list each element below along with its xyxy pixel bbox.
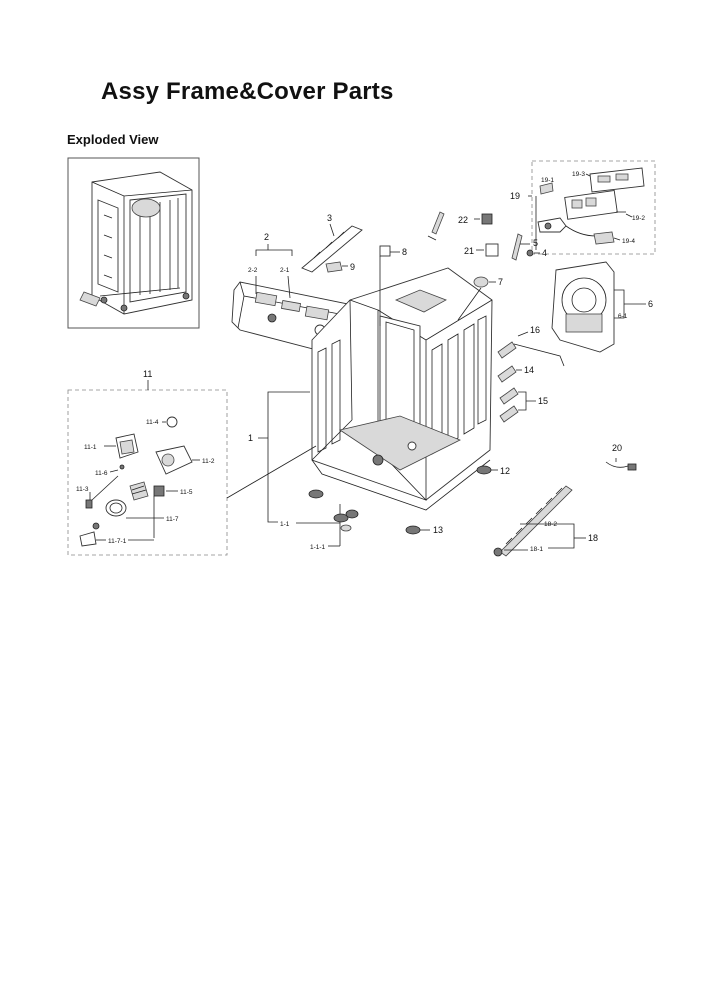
cabinet-frame: 1 1-1 1-1-1 (248, 267, 493, 551)
drain-hose: 18 18-2 18-1 (493, 485, 598, 557)
callout-18-1: 18-1 (530, 546, 543, 553)
callout-1: 1 (248, 433, 253, 443)
callout-11-5: 11-5 (180, 489, 193, 496)
page-title: Assy Frame&Cover Parts (101, 78, 394, 105)
power-cord: 20 (605, 443, 637, 471)
section-title: Exploded View (67, 132, 159, 147)
callout-2: 2 (264, 232, 269, 242)
callout-11: 11 (143, 369, 152, 379)
callout-12: 12 (500, 466, 510, 476)
callout-11-4: 11-4 (146, 419, 159, 426)
group-19-box: 19 19-1 19-2 19-3 19-4 (510, 160, 656, 255)
callout-19-2: 19-2 (632, 215, 645, 222)
callout-2-1: 2-1 (280, 267, 290, 274)
callout-11-1: 11-1 (84, 444, 97, 451)
callout-16: 16 (530, 325, 540, 335)
callout-7: 7 (498, 277, 503, 287)
valves: 16 14 15 (497, 325, 565, 423)
group-11-box: 11 11-4 11-1 11-2 11-6 11-3 11-5 11-7 11… (67, 369, 317, 556)
callout-11-7: 11-7 (166, 516, 179, 523)
callout-13: 13 (433, 525, 443, 535)
part-3: 3 (301, 213, 363, 273)
callout-19-4: 19-4 (622, 238, 635, 245)
callout-8: 8 (402, 247, 407, 257)
callout-9: 9 (350, 262, 355, 272)
callout-6: 6 (648, 299, 653, 309)
callout-2-2: 2-2 (248, 267, 258, 274)
callout-5: 5 (533, 238, 538, 248)
callout-18-2: 18-2 (544, 521, 557, 528)
callout-3: 3 (327, 213, 332, 223)
callout-21: 21 (464, 246, 474, 256)
callout-18: 18 (588, 533, 598, 543)
callout-22: 22 (458, 215, 468, 225)
callout-1-1: 1-1 (280, 521, 290, 528)
feet: 13 12 (308, 465, 510, 535)
callout-6-1: 6-1 (618, 313, 628, 320)
callout-11-7-1: 11-7-1 (108, 538, 127, 545)
callout-4: 4 (542, 248, 547, 258)
callout-15: 15 (538, 396, 548, 406)
small-parts: 22 21 5 4 7 8 9 (325, 211, 547, 326)
callout-19-1: 19-1 (541, 177, 554, 184)
callout-1-1-1: 1-1-1 (310, 544, 326, 551)
rear-cover: 6 6-1 (551, 261, 653, 353)
callout-14: 14 (524, 365, 534, 375)
callout-11-3: 11-3 (76, 486, 89, 493)
callout-20: 20 (612, 443, 622, 453)
callout-19: 19 (510, 191, 520, 201)
overview-thumbnail (67, 157, 200, 329)
callout-11-6: 11-6 (95, 470, 108, 477)
callout-19-3: 19-3 (572, 171, 585, 178)
callout-11-2: 11-2 (202, 458, 215, 465)
